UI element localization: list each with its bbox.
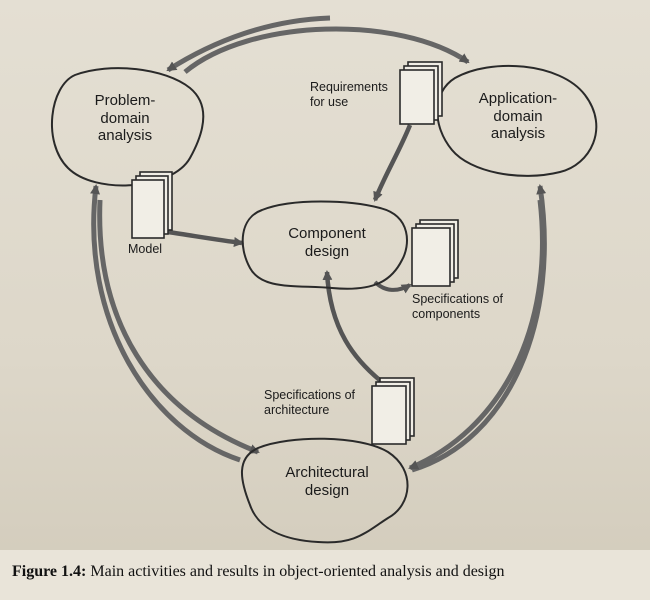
- diagram-canvas: [51, 15, 598, 544]
- model-document-icon: [131, 171, 173, 239]
- component-spec-document-icon: [411, 219, 459, 287]
- application-domain-analysis-label: Application- domain analysis: [478, 90, 558, 143]
- specifications-of-architecture-label: Specifications of architecture: [264, 388, 356, 417]
- application-domain-blob: [436, 64, 598, 177]
- architectural-design-blob: [240, 437, 409, 544]
- architectural-design-label: Architectural design: [285, 464, 369, 499]
- arrow-problem-to-application: [183, 26, 470, 74]
- problem-domain-analysis-label: Problem- domain analysis: [94, 92, 156, 145]
- arrow-application-to-problem: [166, 15, 331, 73]
- arrow-application-to-architectural: [408, 199, 545, 471]
- specifications-of-components-label: Specifications of components: [412, 292, 504, 321]
- arrow-problem-to-architectural: [97, 199, 260, 455]
- requirements-document-icon: [399, 61, 443, 125]
- component-design-label: Component design: [288, 225, 366, 260]
- architecture-spec-document-icon: [371, 377, 415, 445]
- arrow-architecture-spec-to-component: [322, 270, 384, 384]
- problem-domain-blob: [51, 67, 205, 187]
- arrow-requirements-to-component: [372, 124, 413, 202]
- model-label: Model: [128, 242, 163, 256]
- requirements-for-use-label: Requirements for use: [310, 80, 388, 109]
- figure-label: Figure 1.4:: [12, 563, 87, 580]
- figure-caption-text: Main activities and results in object-or…: [90, 563, 505, 580]
- arrow-architectural-to-problem: [90, 184, 241, 463]
- component-design-blob: [241, 200, 408, 290]
- figure-caption: Figure 1.4: Main activities and results …: [0, 550, 650, 600]
- arrow-model-to-component: [167, 229, 244, 247]
